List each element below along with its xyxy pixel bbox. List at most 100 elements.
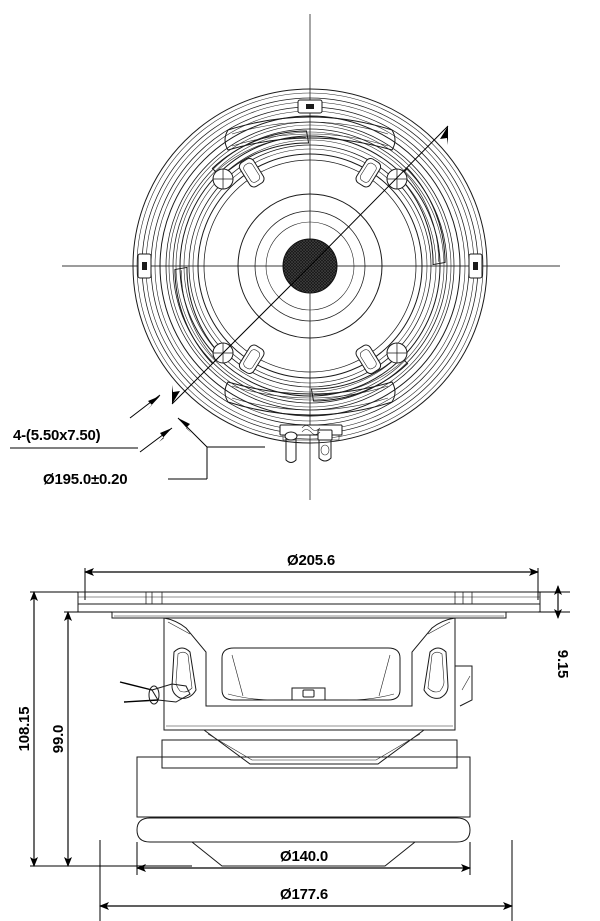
hole-spec-label: 4-(5.50x7.50) xyxy=(13,427,101,444)
vent-slots xyxy=(238,157,382,375)
basket-arm-detail xyxy=(314,361,403,395)
basket-notch-right xyxy=(454,618,473,707)
basket-arm-detail xyxy=(405,173,439,262)
dim-flange-thickness: 9.15 xyxy=(538,585,571,678)
terminal-coil xyxy=(301,425,321,431)
basket-edge-hint-left xyxy=(167,621,191,635)
hole-note-arrow-b xyxy=(159,428,172,442)
magnet xyxy=(136,756,471,818)
bottom-plate xyxy=(136,817,471,843)
terminal-post-left xyxy=(285,434,297,463)
magnet-diameter-label: Ø140.0 xyxy=(280,848,328,865)
terminal-hole xyxy=(320,444,330,456)
overall-depth-label: 108.15 xyxy=(16,707,33,752)
terminal-lug-left xyxy=(284,431,298,441)
gasket-ring-2 xyxy=(172,128,448,404)
side-terminal xyxy=(119,681,191,705)
terminal-plate xyxy=(282,434,340,441)
dim-magnet-diameter: Ø140.0 xyxy=(136,842,471,875)
cone-rib-left xyxy=(231,654,244,697)
vent-slot xyxy=(355,344,382,375)
top-plate xyxy=(161,739,458,769)
surround-rings xyxy=(165,121,455,411)
basket-arm-detail xyxy=(181,270,215,359)
leader-arrow-bolt xyxy=(178,418,191,433)
taper-profile-inner xyxy=(207,733,421,761)
cone-rib-right xyxy=(378,654,391,697)
leader-bolt-circle-2 xyxy=(171,265,311,405)
cone-mid xyxy=(237,193,383,339)
mounting-depth-label: 99.0 xyxy=(50,725,67,753)
terminal-lead-lower xyxy=(123,699,159,703)
overall-diameter-label: Ø205.6 xyxy=(287,552,335,569)
basket-profile xyxy=(163,617,456,707)
dim-overall-diameter: Ø205.6 xyxy=(84,552,539,600)
mounting-hole xyxy=(386,342,408,364)
leader-arrow-upper xyxy=(440,126,448,145)
cone-section xyxy=(221,647,401,701)
vent-slot xyxy=(238,157,265,188)
terminal-lead-upper xyxy=(119,681,153,691)
vent-slot-inner xyxy=(243,162,261,183)
basket-edge-hint-right xyxy=(427,621,451,635)
basket-arm xyxy=(174,266,222,365)
terminal-post-right xyxy=(318,434,332,462)
frame-tabs xyxy=(137,99,483,279)
basket-taper xyxy=(164,725,455,765)
basket-vent-right-inner xyxy=(427,651,445,693)
frame-inner-edge xyxy=(159,115,461,417)
side-view: Ø205.6 9.15 xyxy=(16,552,571,921)
leader-bolt-circle xyxy=(309,125,449,267)
basket-vent-left xyxy=(171,647,197,699)
frame-window-top xyxy=(224,116,396,151)
surround-ring-1 xyxy=(183,139,437,393)
basket-vent-right xyxy=(423,647,449,699)
top-view: 4-(5.50x7.50) Ø195.0±0.20 xyxy=(10,14,560,500)
surround-outer xyxy=(179,135,441,397)
frame-windows xyxy=(224,116,396,416)
cone-assembly xyxy=(203,159,417,373)
mounting-hole xyxy=(386,168,408,190)
gasket-ring-1 xyxy=(168,124,452,408)
center-mount-hole xyxy=(302,689,315,698)
frame-outer-edge xyxy=(132,88,488,444)
vent-slot xyxy=(355,157,382,188)
cone-inner xyxy=(254,210,366,322)
frame-tab-right xyxy=(468,253,483,279)
basket-arm xyxy=(211,130,310,178)
terminal-lug-right xyxy=(317,429,333,441)
leader-arrow-lower xyxy=(172,385,180,404)
frame-tab-left xyxy=(137,253,152,279)
surround-roll xyxy=(188,144,432,388)
vent-slot-inner xyxy=(359,349,377,370)
vent-slot-inner xyxy=(359,162,377,183)
dim-basket-diameter: Ø177.6 xyxy=(99,840,513,921)
surround-ring-2 xyxy=(192,148,428,384)
terminal-block xyxy=(279,424,343,463)
flange-lip xyxy=(111,612,507,619)
hole-note-arrow-a xyxy=(147,396,160,410)
basket-arm-detail xyxy=(217,137,306,171)
flange-thickness-label: 9.15 xyxy=(554,650,571,678)
mounting-hole xyxy=(212,168,234,190)
basket-arm xyxy=(398,167,446,266)
cone-bottom-curve-left xyxy=(227,693,275,701)
cone-outer xyxy=(203,159,417,373)
frame-tab-top xyxy=(297,99,323,114)
frame-window-bottom xyxy=(224,381,396,416)
bolt-circle-label: Ø195.0±0.20 xyxy=(43,471,127,488)
center-mount-tab xyxy=(291,687,326,700)
basket-vent-left-inner xyxy=(175,651,193,693)
surround-inner xyxy=(197,153,423,379)
frame-ring-1 xyxy=(136,92,484,440)
basket-arms xyxy=(174,130,446,402)
vent-slot xyxy=(238,344,265,375)
basket-notch-detail xyxy=(461,675,471,691)
basket-diameter-label: Ø177.6 xyxy=(280,886,328,903)
vent-slot-inner xyxy=(243,349,261,370)
gasket-ring-3 xyxy=(175,131,445,401)
cone-bottom-curve-right xyxy=(347,693,395,701)
voice-coil-ring xyxy=(265,221,355,311)
terminal-coil-2 xyxy=(301,429,321,435)
